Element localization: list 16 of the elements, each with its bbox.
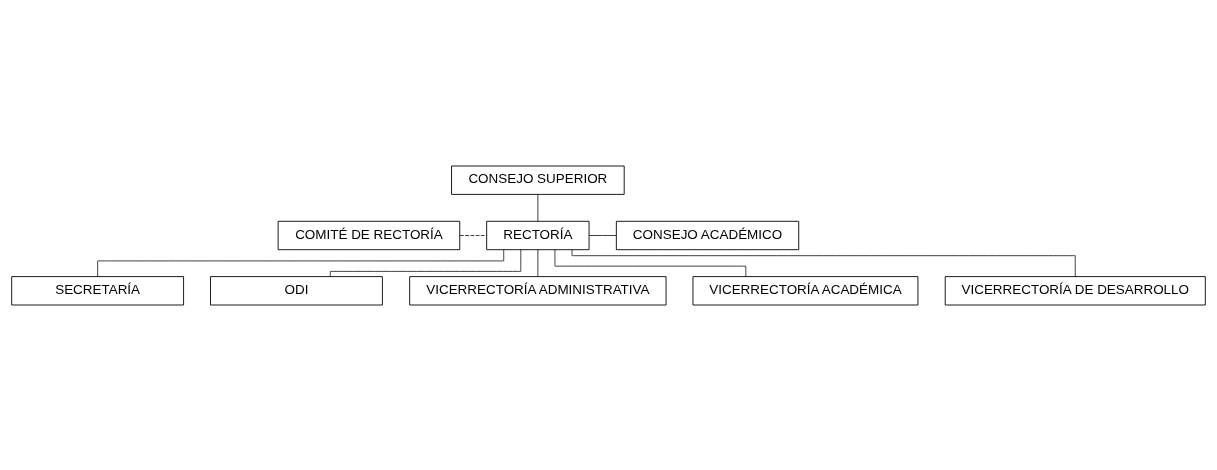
node-box: CONSEJO SUPERIOR: [451, 165, 625, 195]
connector: [554, 248, 747, 277]
node-box: VICERRECTORÍA DE DESARROLLO: [944, 275, 1206, 305]
connector: [588, 234, 617, 236]
connector: [459, 234, 487, 236]
connector: [537, 193, 539, 221]
node-box: VICERRECTORÍA ACADÉMICA: [692, 275, 919, 305]
node-box: ODI: [210, 275, 383, 305]
node-box: COMITÉ DE RECTORÍA: [277, 220, 461, 250]
node-box: CONSEJO ACADÉMICO: [615, 220, 800, 250]
connector: [537, 248, 539, 277]
connector: [571, 248, 1076, 277]
node-box: SECRETARÍA: [11, 275, 185, 305]
connector: [329, 249, 522, 277]
node-box: RECTORÍA: [486, 220, 590, 250]
node-box: VICERRECTORÍA ADMINISTRATIVA: [409, 275, 667, 305]
